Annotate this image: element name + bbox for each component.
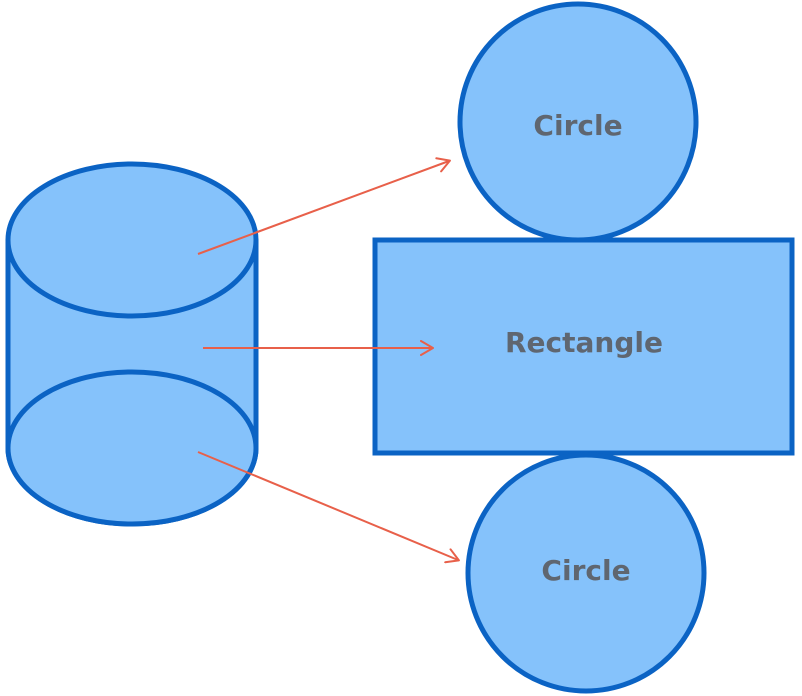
arrow-to-circle-top: [197, 157, 451, 255]
arrow-to-circle-bottom: [197, 451, 460, 564]
circle-bottom-shape: [465, 452, 707, 694]
rectangle-shape: [372, 237, 795, 456]
cylinder: [5, 161, 259, 527]
circle-top-label: Circle: [533, 109, 622, 142]
rectangle-label: Rectangle: [505, 326, 663, 359]
cylinder-bottom-ellipse: [5, 369, 259, 527]
circle-top-shape: [457, 1, 699, 243]
arrows: [197, 157, 460, 564]
cylinder-top-ellipse: [5, 161, 259, 319]
circle-bottom-label: Circle: [541, 554, 630, 587]
